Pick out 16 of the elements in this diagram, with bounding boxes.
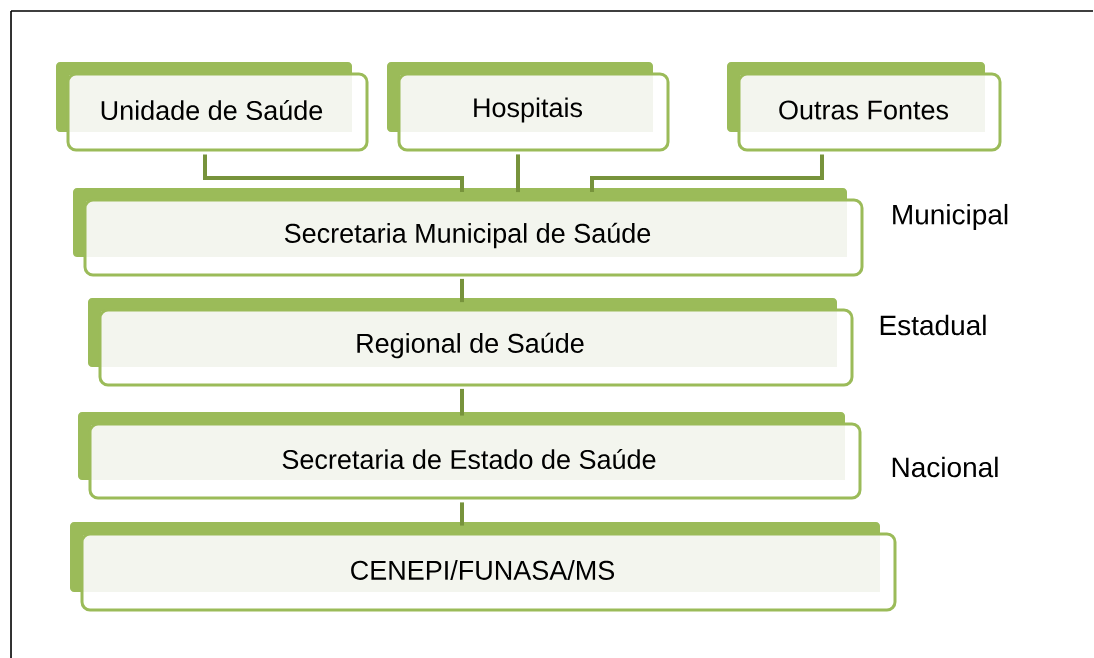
connector-line [460,278,464,303]
connector-line [590,154,824,193]
connector-line [516,154,520,193]
connector-line [460,388,464,416]
process-box: Regional de Saúde [88,298,854,387]
level-label: Estadual [880,314,986,336]
process-box: CENEPI/FUNASA/MS [70,522,897,612]
connector-line [460,502,464,526]
process-box: Hospitais [387,62,670,152]
level-label: Municipal [893,203,1008,231]
process-box: Secretaria Municipal de Saúde [73,188,864,277]
level-label: Nacional [892,456,998,478]
process-box: Secretaria de Estado de Saúde [78,412,862,500]
process-box: Outras Fontes [727,62,1002,152]
process-box: Unidade de Saúde [56,62,369,152]
connector-line [203,154,464,193]
